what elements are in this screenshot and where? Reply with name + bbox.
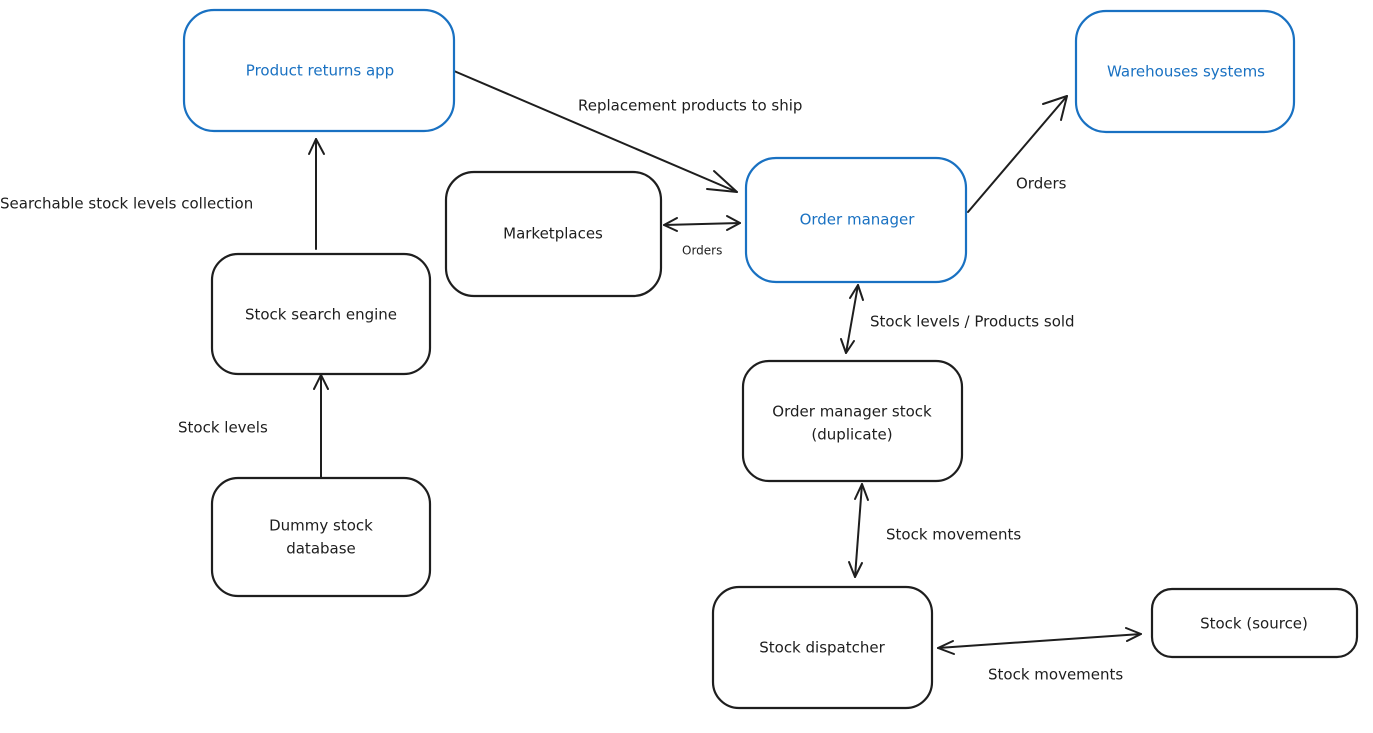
edge-line <box>937 633 1142 649</box>
node-label: Stock (source) <box>1200 615 1308 633</box>
arrowhead <box>854 483 869 501</box>
node-dummy-stock-database: Dummy stock database <box>210 476 432 598</box>
edge-label-searchable-stock: Searchable stock levels collection <box>0 195 253 213</box>
node-product-returns-app: Product returns app <box>182 8 456 133</box>
arrowhead <box>663 217 678 232</box>
arrowhead <box>840 338 855 354</box>
edge-line <box>854 483 863 578</box>
edge-line <box>845 284 859 354</box>
edge-label-orders: Orders <box>1016 175 1067 193</box>
node-marketplaces: Marketplaces <box>444 170 663 298</box>
node-label: database <box>286 540 356 558</box>
edge-label-stock-levels-products-sold: Stock levels / Products sold <box>870 313 1075 331</box>
edge-orders-marketplaces: Orders <box>663 215 741 258</box>
edge-searchable-stock: Searchable stock levels collection <box>0 138 325 250</box>
edge-label-orders-small: Orders <box>682 244 722 258</box>
node-label: Stock search engine <box>245 306 397 324</box>
arrowhead <box>849 284 864 301</box>
node-label: Order manager stock <box>772 403 932 421</box>
node-label: Order manager <box>800 211 916 229</box>
node-label: (duplicate) <box>811 426 892 444</box>
arrowhead <box>1125 627 1142 642</box>
edge-stock-levels-products-sold: Stock levels / Products sold <box>840 284 1075 354</box>
edge-replacement-products: Replacement products to ship <box>446 67 802 193</box>
edge-stock-movements-vertical: Stock movements <box>848 483 1021 578</box>
node-warehouses-systems: Warehouses systems <box>1074 9 1296 134</box>
edge-label-stock-movements: Stock movements <box>886 526 1021 544</box>
edge-line <box>967 95 1068 213</box>
edge-line <box>663 222 741 226</box>
arrowhead <box>1042 95 1068 121</box>
node-order-manager: Order manager <box>744 156 968 284</box>
arrowhead <box>308 138 325 155</box>
node-label: Warehouses systems <box>1107 63 1265 81</box>
node-label: Dummy stock <box>269 517 373 535</box>
node-label: Stock dispatcher <box>759 639 885 657</box>
edge-stock-movements-horizontal: Stock movements <box>937 627 1142 684</box>
edge-line <box>446 67 738 193</box>
edge-label-replacement-products: Replacement products to ship <box>578 97 802 115</box>
arrowhead <box>848 561 863 578</box>
edge-orders-to-warehouses: Orders <box>967 95 1068 213</box>
arrowhead <box>706 170 738 193</box>
node-stock-dispatcher: Stock dispatcher <box>711 585 934 710</box>
edge-stock-levels: Stock levels <box>178 374 329 479</box>
node-stock-search-engine: Stock search engine <box>210 252 432 376</box>
edge-label-stock-movements: Stock movements <box>988 666 1123 684</box>
arrowhead <box>937 640 955 655</box>
node-label: Product returns app <box>246 62 394 80</box>
arrowhead <box>726 215 741 231</box>
node-label: Marketplaces <box>503 225 603 243</box>
edge-label-stock-levels: Stock levels <box>178 419 268 437</box>
node-stock-source: Stock (source) <box>1150 587 1359 659</box>
node-order-manager-stock: Order manager stock (duplicate) <box>741 359 964 483</box>
